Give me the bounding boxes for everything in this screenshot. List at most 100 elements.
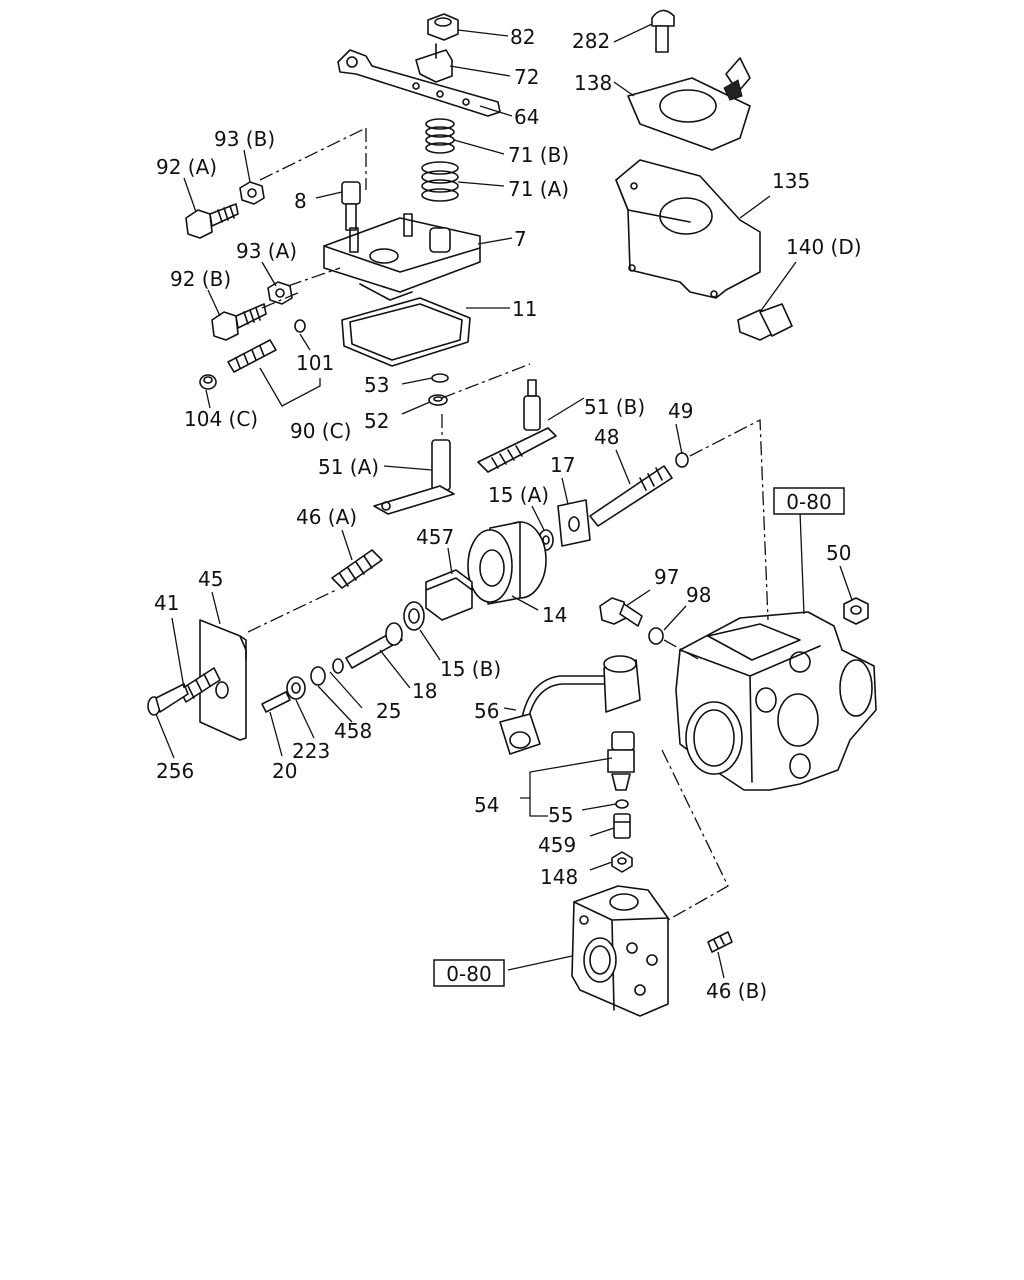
- callout-55: 55: [548, 803, 573, 827]
- part-140d-bolt: [737, 303, 793, 341]
- part-101-o-ring: [294, 319, 306, 333]
- part-282-screw: [651, 9, 675, 53]
- callout-54: 54: [474, 793, 499, 817]
- callout-97: 97: [654, 565, 679, 589]
- part-457-block: [425, 569, 473, 621]
- callout-282: 282: [572, 29, 610, 53]
- part-11-gasket: [341, 297, 471, 367]
- callout-49: 49: [668, 399, 693, 423]
- part-98-washer: [648, 627, 664, 645]
- callout-14: 14: [542, 603, 567, 627]
- callout-8: 8: [294, 189, 307, 213]
- part-71b-spring: [425, 118, 455, 154]
- callout-46b: 46 (B): [706, 979, 767, 1003]
- callout-92a: 92 (A): [156, 155, 217, 179]
- callout-46a: 46 (A): [296, 505, 357, 529]
- callout-140d: 140 (D): [786, 235, 862, 259]
- part-90c-screw: [227, 339, 277, 373]
- callout-52: 52: [364, 409, 389, 433]
- part-14-flyweight-holder: [467, 521, 547, 605]
- part-64-lever-plate: [337, 49, 501, 117]
- callout-20: 20: [272, 759, 297, 783]
- reference-label-bottom: 0-80: [446, 962, 491, 986]
- callout-223: 223: [292, 739, 330, 763]
- part-92b-bolt: [211, 303, 267, 341]
- part-17-plate: [557, 499, 591, 547]
- part-49-o-ring: [675, 452, 689, 468]
- part-104c-cap: [199, 374, 217, 390]
- callout-93a: 93 (A): [236, 239, 297, 263]
- part-41-spring: [179, 667, 221, 703]
- part-48-shaft: [589, 465, 673, 527]
- part-15b-washer: [403, 601, 425, 631]
- part-18-pin: [345, 622, 403, 669]
- callout-72: 72: [514, 65, 539, 89]
- part-55-o-ring: [615, 799, 629, 809]
- part-93b-nut: [239, 181, 265, 205]
- callout-56: 56: [474, 699, 499, 723]
- callout-98: 98: [686, 583, 711, 607]
- callout-71a: 71 (A): [508, 177, 569, 201]
- callout-92b: 92 (B): [170, 267, 231, 291]
- part-92a-bolt: [185, 203, 239, 239]
- part-20-screw: [261, 691, 291, 713]
- callout-45: 45: [198, 567, 223, 591]
- callout-17: 17: [550, 453, 575, 477]
- part-25-clip: [332, 658, 344, 674]
- callout-148: 148: [540, 865, 578, 889]
- reference-label-top: 0-80: [786, 490, 831, 514]
- callout-53: 53: [364, 373, 389, 397]
- callout-458: 458: [334, 719, 372, 743]
- part-51a-lever: [373, 439, 455, 515]
- callout-82: 82: [510, 25, 535, 49]
- callout-15a: 15 (A): [488, 483, 549, 507]
- part-223-sleeve: [286, 676, 306, 700]
- part-governor-housing: [675, 611, 877, 791]
- callout-7: 7: [514, 227, 527, 251]
- callout-104c: 104 (C): [184, 407, 258, 431]
- callout-457: 457: [416, 525, 454, 549]
- callout-459: 459: [538, 833, 576, 857]
- callout-50: 50: [826, 541, 851, 565]
- part-97-bolt: [599, 597, 643, 627]
- alignment-lines: [247, 127, 769, 921]
- callout-11: 11: [512, 297, 537, 321]
- part-45-bracket: [199, 619, 247, 741]
- part-7-governor-cover: [323, 213, 481, 301]
- callout-101: 101: [296, 351, 334, 375]
- callout-256: 256: [156, 759, 194, 783]
- callout-71b: 71 (B): [508, 143, 569, 167]
- part-71a-spring: [421, 161, 459, 202]
- part-458-collar: [310, 666, 326, 686]
- callout-64: 64: [514, 105, 539, 129]
- callout-48: 48: [594, 425, 619, 449]
- part-46b-plug: [707, 931, 733, 953]
- callout-51b: 51 (B): [584, 395, 645, 419]
- part-82-nut: [427, 13, 459, 41]
- callout-15b: 15 (B): [440, 657, 501, 681]
- part-hydraulic-head: [571, 885, 669, 1017]
- part-148-washer: [611, 851, 633, 873]
- part-256-pin: [147, 683, 189, 716]
- callout-25: 25: [376, 699, 401, 723]
- part-8-bolt: [341, 181, 361, 231]
- part-135-bracket: [615, 159, 761, 299]
- part-54-sensor: [607, 731, 635, 791]
- part-51b-lever: [477, 379, 557, 473]
- part-56-harness: [499, 655, 641, 755]
- reference-box-top: 0-80: [773, 487, 845, 515]
- callout-labels: 82 72 64 282 138 71 (B) 71 (A) 93 (B) 92…: [154, 25, 862, 1003]
- part-50-nut: [843, 597, 869, 625]
- part-46a-spring: [331, 549, 383, 589]
- part-459-fitting: [613, 813, 631, 839]
- part-138-sensor: [627, 57, 751, 151]
- callout-18: 18: [412, 679, 437, 703]
- callout-51a: 51 (A): [318, 455, 379, 479]
- callout-41: 41: [154, 591, 179, 615]
- part-52-washer: [428, 394, 448, 406]
- part-72-stop: [415, 43, 453, 83]
- callout-93b: 93 (B): [214, 127, 275, 151]
- reference-box-bottom: 0-80: [433, 959, 505, 987]
